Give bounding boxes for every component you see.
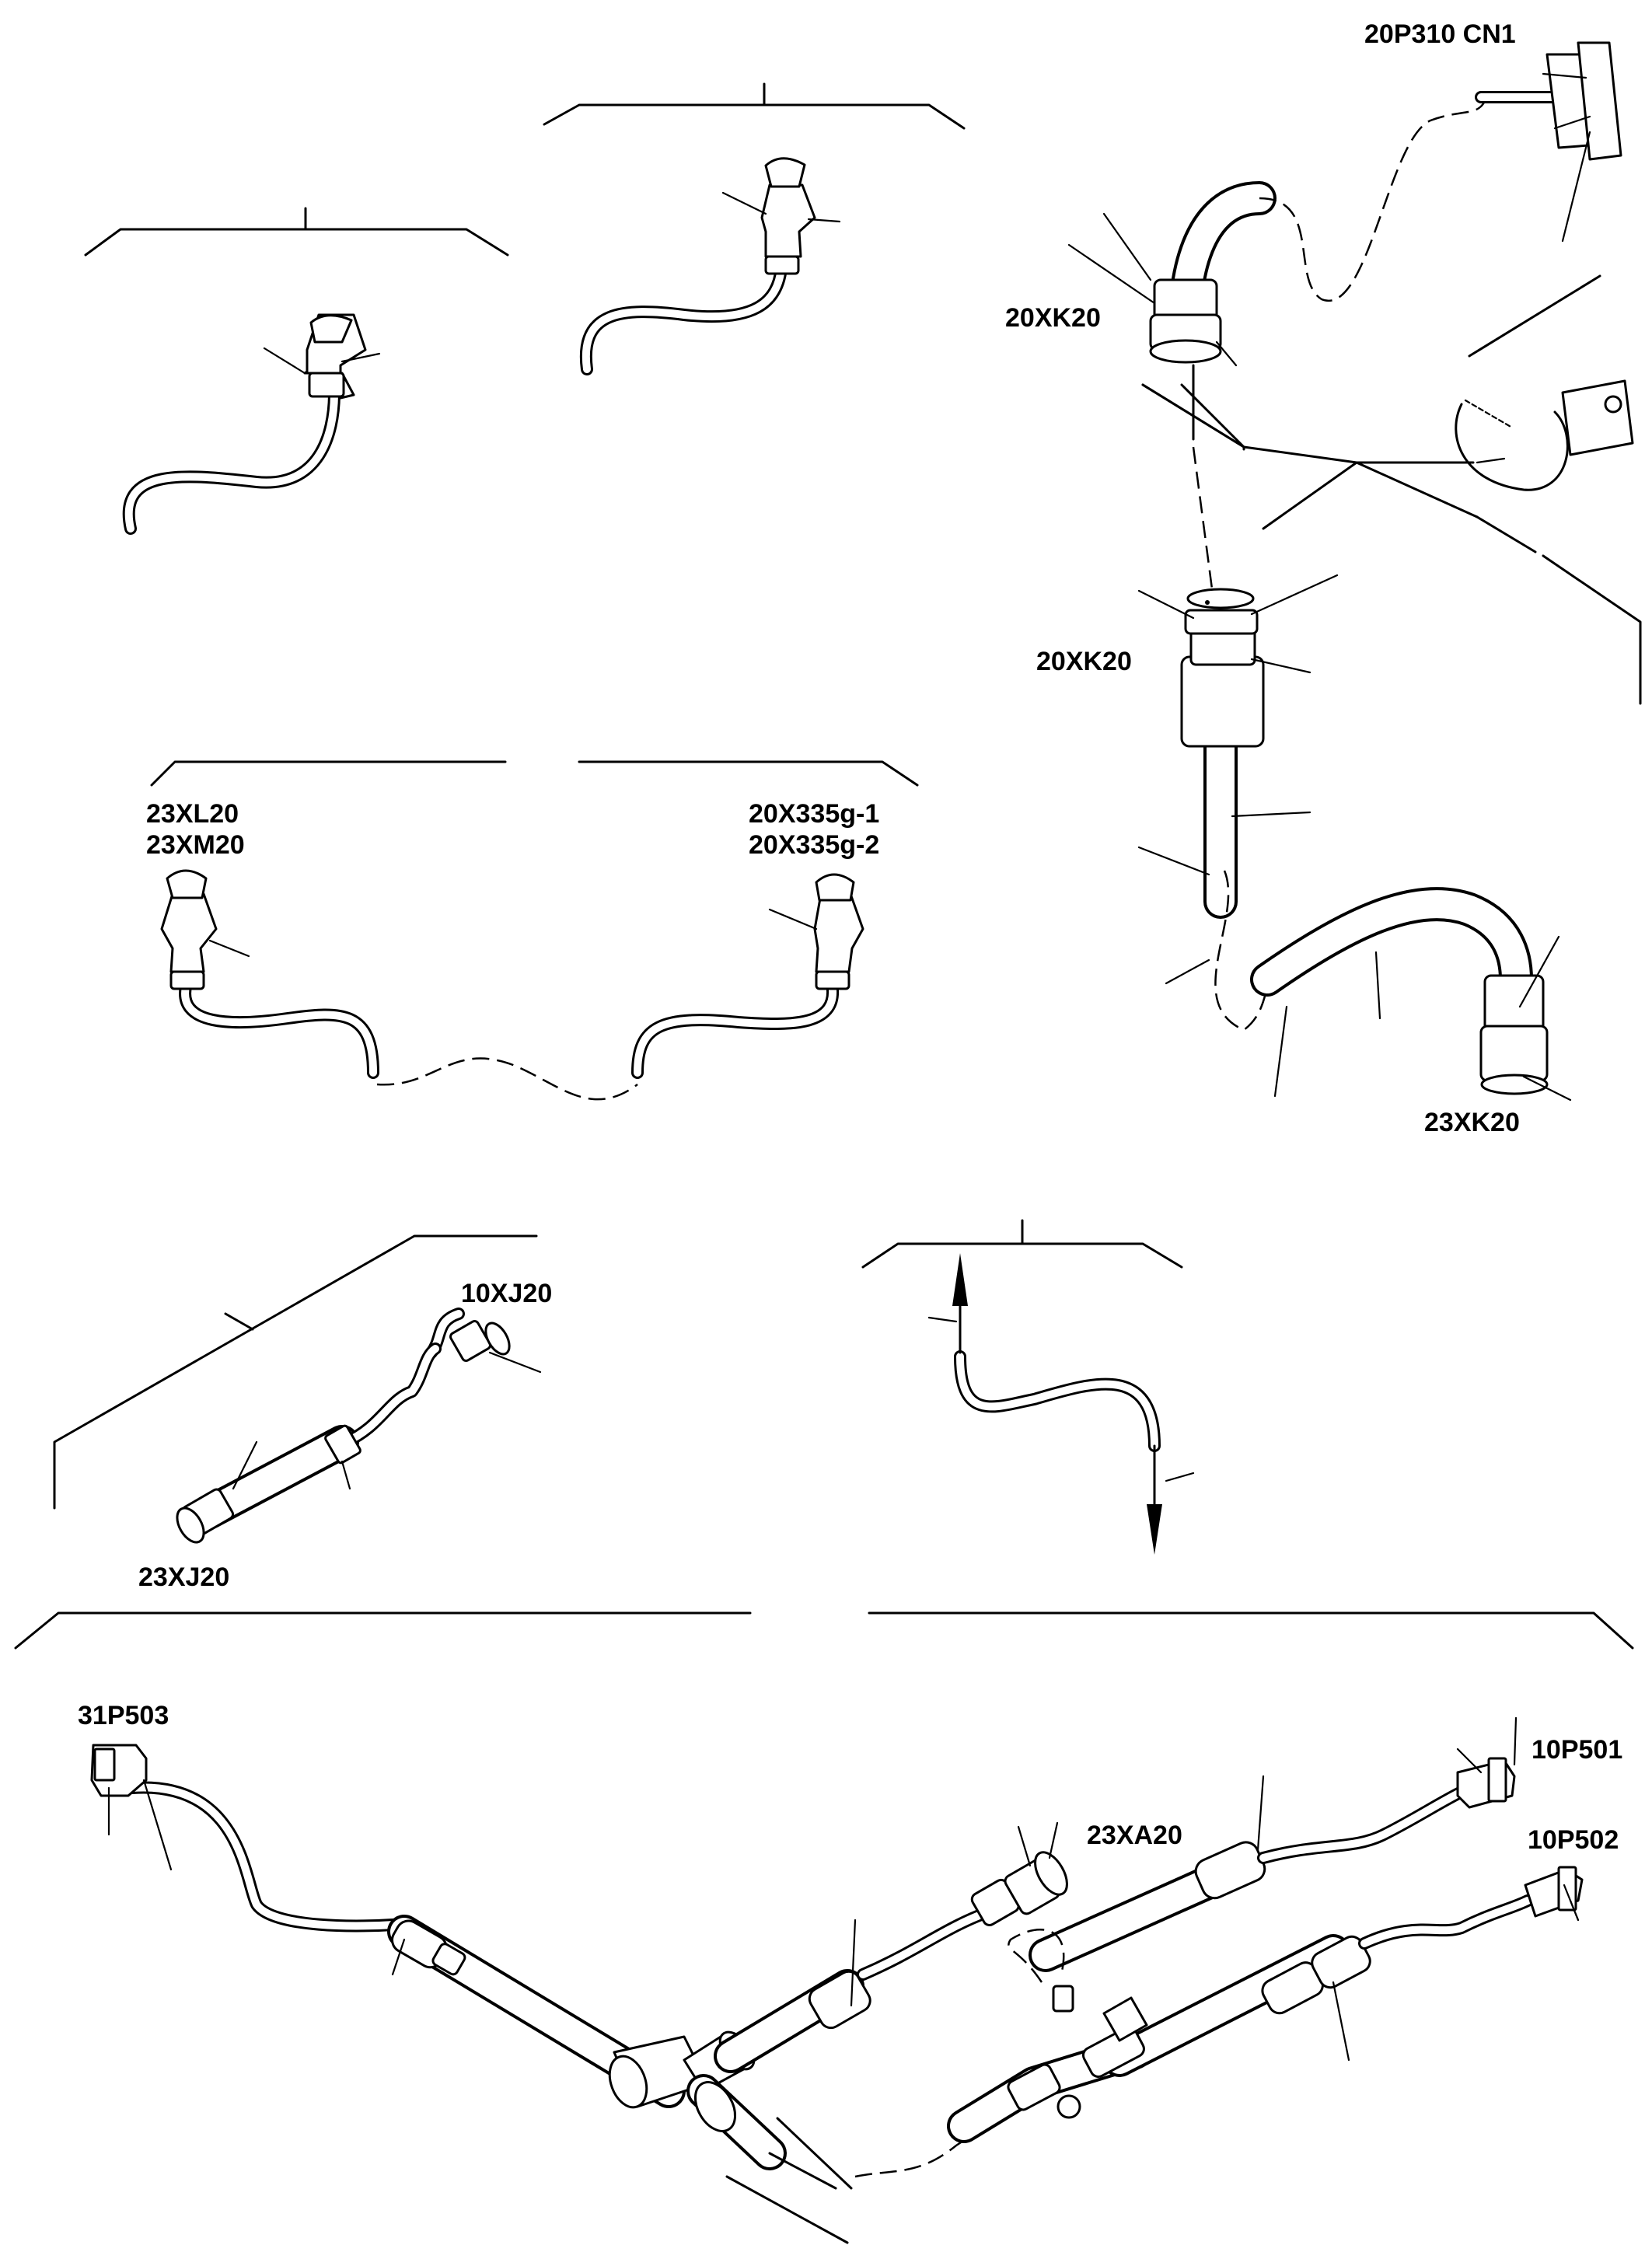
label-20x335g-1: 20X335g-1 (749, 799, 879, 829)
label-23xj20: 23XJ20 (138, 1562, 229, 1592)
label-31p503: 31P503 (78, 1701, 169, 1730)
label-20x335g-2: 20X335g-2 (749, 830, 879, 860)
label-10xj20: 10XJ20 (461, 1279, 552, 1308)
group-10xj20-23xj20 (53, 1234, 542, 1544)
label-20xk20-lower: 20XK20 (1036, 647, 1132, 676)
label-10p501: 10P501 (1532, 1735, 1622, 1765)
label-20p310-cn1: 20P310 CN1 (1364, 19, 1516, 49)
group-connector-b (543, 82, 966, 375)
label-23xk20: 23XK20 (1424, 1108, 1520, 1137)
label-20xk20-upper: 20XK20 (1005, 303, 1101, 333)
label-23xl20: 23XL20 (146, 799, 239, 829)
label-10p502: 10P502 (1528, 1825, 1619, 1855)
down-arrow-icon (1147, 1504, 1162, 1555)
up-arrow-icon (952, 1253, 968, 1306)
group-23xl20-20x335g (150, 760, 919, 1101)
label-23xa20: 23XA20 (1087, 1821, 1182, 1850)
label-23xm20: 23XM20 (146, 830, 245, 860)
group-cable-tie (1180, 379, 1642, 705)
group-20xk20-lower (1137, 446, 1572, 1102)
group-main-harness (14, 1611, 1634, 2244)
group-arrow-cable (861, 1219, 1195, 1555)
group-connector-a (84, 207, 509, 535)
group-20xk20-upper (1067, 41, 1622, 464)
